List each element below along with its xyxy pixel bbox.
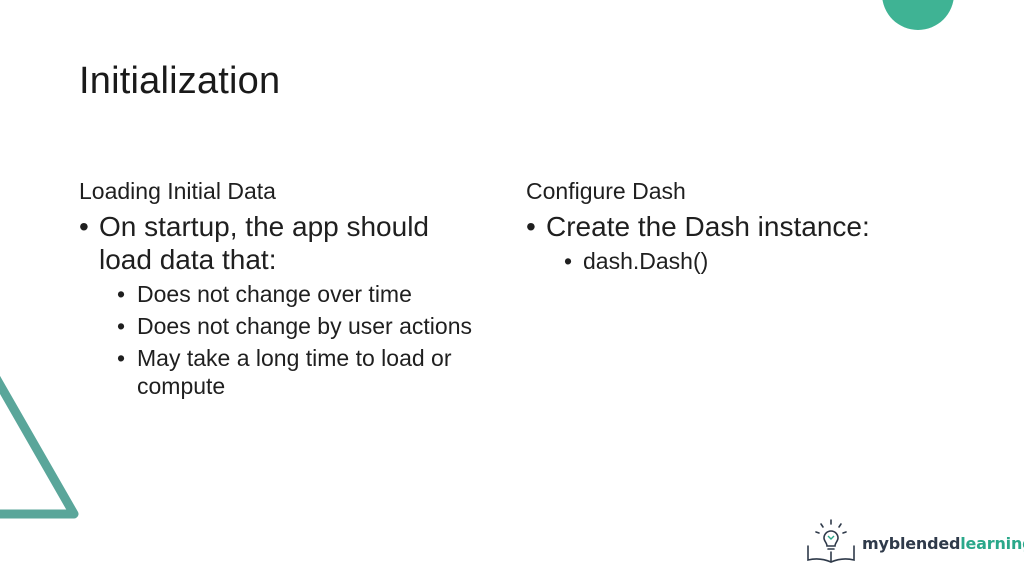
bullet-icon: • — [117, 281, 126, 307]
list-item: • Create the Dash instance: — [526, 210, 946, 243]
left-bullet-list: • On startup, the app should load data t… — [79, 210, 479, 400]
sub-bullet-text: dash.Dash() — [583, 248, 709, 274]
bullet-icon: • — [564, 248, 573, 274]
bullet-icon: • — [79, 211, 89, 242]
list-item: • On startup, the app should load data t… — [79, 210, 479, 400]
right-bullet-text: Create the Dash instance: — [546, 211, 870, 242]
logo-text-prefix: myblended — [862, 534, 961, 553]
logo-text: myblendedlearning — [862, 534, 1024, 553]
list-item: • Does not change by user actions — [99, 312, 479, 340]
left-column: Loading Initial Data • On startup, the a… — [79, 176, 479, 404]
teal-circle-decoration — [882, 0, 954, 30]
slide-title: Initialization — [79, 60, 281, 102]
right-column: Configure Dash • Create the Dash instanc… — [526, 176, 946, 279]
sub-bullet-text: May take a long time to load or compute — [137, 345, 452, 399]
left-sub-bullet-list: • Does not change over time • Does not c… — [99, 280, 479, 400]
bullet-icon: • — [117, 345, 126, 371]
right-sub-bullet-list: • dash.Dash() — [526, 247, 946, 275]
list-item: • dash.Dash() — [526, 247, 946, 275]
sub-bullet-text: Does not change by user actions — [137, 313, 472, 339]
logo-text-suffix: learning — [960, 534, 1024, 553]
right-column-heading: Configure Dash — [526, 178, 686, 204]
bullet-icon: • — [117, 313, 126, 339]
bullet-icon: • — [526, 211, 536, 242]
sub-bullet-text: Does not change over time — [137, 281, 412, 307]
list-item: • Does not change over time — [99, 280, 479, 308]
triangle-decoration — [0, 375, 79, 519]
left-bullet-text: On startup, the app should load data tha… — [99, 211, 429, 275]
right-bullet-list: • Create the Dash instance: — [526, 210, 946, 243]
brand-logo: myblendedlearning — [802, 518, 1024, 564]
list-item: • May take a long time to load or comput… — [99, 344, 479, 400]
book-lightbulb-icon — [807, 519, 855, 563]
left-column-heading: Loading Initial Data — [79, 178, 276, 204]
